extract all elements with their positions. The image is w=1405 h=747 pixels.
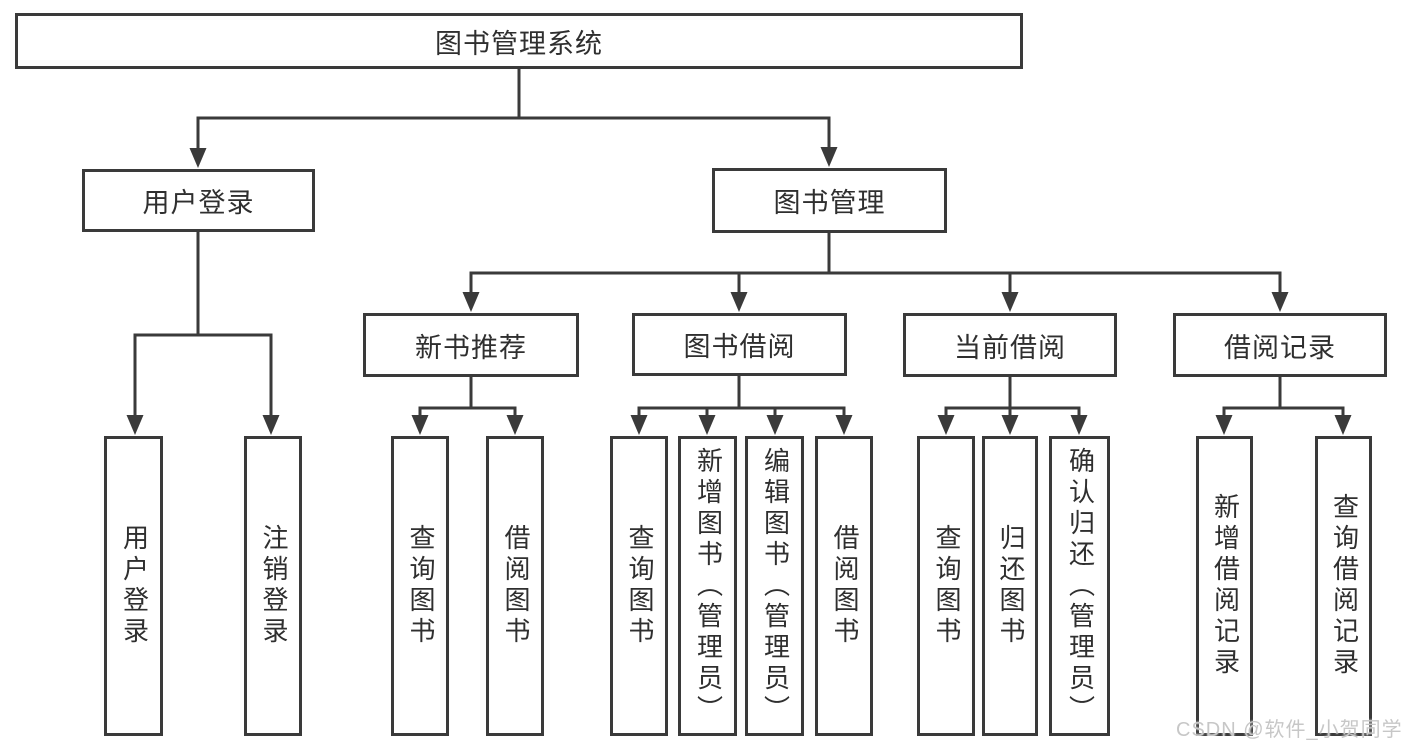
- leaf-logout: 注销登录: [244, 436, 302, 736]
- leaf-label: 编辑图书（管理员）: [760, 446, 791, 726]
- node-label: 图书借阅: [683, 332, 796, 362]
- leaf-borrow-books: 借阅图书: [486, 436, 544, 736]
- node-label: 用户登录: [142, 188, 255, 218]
- leaf-query-books: 查询图书: [391, 436, 449, 736]
- leaf-label: 归还图书: [995, 524, 1026, 648]
- leaf-label: 新增借阅记录: [1210, 493, 1241, 679]
- node-borrowing-records: 借阅记录: [1173, 313, 1387, 377]
- leaf-edit-book-admin: 编辑图书（管理员）: [745, 436, 804, 736]
- node-current-borrowing: 当前借阅: [903, 313, 1117, 377]
- node-label: 当前借阅: [954, 332, 1066, 363]
- leaf-label: 查询图书: [931, 524, 962, 648]
- leaf-label: 借阅图书: [500, 524, 531, 648]
- node-user-login: 用户登录: [82, 169, 315, 232]
- leaf-label: 查询图书: [405, 524, 436, 648]
- node-label: 借阅记录: [1224, 332, 1336, 363]
- leaf-query-books: 查询图书: [917, 436, 975, 736]
- leaf-label: 确认归还（管理员）: [1065, 446, 1096, 726]
- node-label: 图书管理系统: [435, 28, 603, 59]
- leaf-add-book-admin: 新增图书（管理员）: [678, 436, 737, 736]
- node-label: 图书管理: [773, 188, 886, 218]
- leaf-label: 借阅图书: [829, 524, 860, 648]
- node-book-management: 图书管理: [712, 168, 947, 233]
- leaf-query-borrow-record: 查询借阅记录: [1315, 436, 1372, 736]
- node-library-management-system: 图书管理系统: [15, 13, 1023, 69]
- node-label: 新书推荐: [415, 332, 527, 363]
- leaf-confirm-return-admin: 确认归还（管理员）: [1049, 436, 1110, 736]
- leaf-return-book: 归还图书: [982, 436, 1038, 736]
- leaf-label: 用户登录: [119, 524, 150, 648]
- leaf-user-login: 用户登录: [104, 436, 163, 736]
- leaf-query-books: 查询图书: [610, 436, 668, 736]
- node-new-book-recommendation: 新书推荐: [363, 313, 579, 377]
- node-book-borrowing: 图书借阅: [632, 313, 847, 376]
- leaf-label: 新增图书（管理员）: [693, 446, 724, 726]
- leaf-label: 查询借阅记录: [1329, 493, 1360, 679]
- leaf-add-borrow-record: 新增借阅记录: [1196, 436, 1253, 736]
- leaf-label: 注销登录: [258, 524, 289, 648]
- leaf-label: 查询图书: [624, 524, 655, 648]
- csdn-watermark: CSDN @软件_小贺同学: [1176, 719, 1403, 741]
- leaf-borrow-books: 借阅图书: [815, 436, 873, 736]
